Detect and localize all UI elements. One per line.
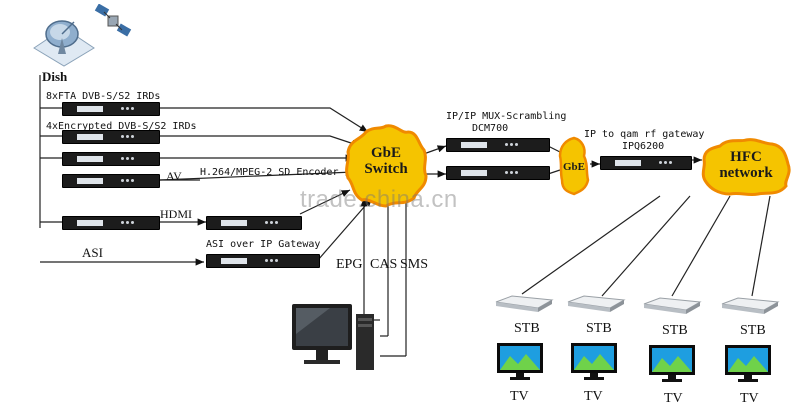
watermark-text: trade.china.cn: [300, 186, 458, 213]
stb-label: STB: [586, 321, 612, 336]
cas-label: CAS: [370, 257, 398, 272]
hfc-network-cloud: [701, 138, 791, 197]
tv-label: TV: [510, 389, 529, 404]
hfc-label-line2: network: [719, 164, 773, 181]
asi-gateway-label: ASI over IP Gateway: [206, 239, 321, 250]
av-label: AV: [166, 169, 182, 183]
epg-label: EPG: [336, 257, 363, 272]
gateway-model-label: IPQ6200: [622, 141, 665, 152]
satellite-dish-icon: [33, 20, 95, 67]
switch-label-line2: Switch: [364, 160, 408, 177]
fta-ird-device: [62, 102, 160, 116]
television-icon: [725, 345, 771, 382]
encrypted-label: 4xEncrypted DVB-S/S2 IRDs: [46, 121, 197, 132]
stb-label: STB: [514, 321, 540, 336]
asi-gateway-device: [206, 254, 320, 268]
set-top-box-icon: [643, 297, 702, 314]
set-top-box-icon: [567, 295, 626, 312]
encoder-device: [206, 216, 302, 230]
gbe-small-label: GbE: [562, 161, 585, 173]
gateway-label: IP to qam rf gateway: [584, 129, 705, 140]
hfc-network-label: HFC network: [704, 149, 788, 182]
mux-label: IP/IP MUX-Scrambling: [446, 111, 567, 122]
ird-device: [62, 174, 160, 188]
satellite-icon: [94, 4, 132, 37]
tv-label: TV: [584, 389, 603, 404]
hfc-label-line1: HFC: [730, 149, 762, 165]
mux-model-label: DCM700: [472, 123, 509, 134]
television-icon: [571, 343, 617, 380]
stb-label: STB: [662, 323, 688, 338]
mux-device: [446, 166, 550, 180]
ird-device: [62, 152, 160, 166]
asi-label: ASI: [82, 245, 103, 260]
qam-gateway-device: [600, 156, 692, 170]
mux-device: [446, 138, 550, 152]
computer-icon: [292, 304, 374, 370]
hdmi-label: HDMI: [160, 207, 192, 221]
dish-label: Dish: [42, 69, 68, 84]
tv-label: TV: [664, 391, 683, 406]
fta-label: 8xFTA DVB-S/S2 IRDs: [46, 91, 161, 102]
television-icon: [649, 345, 695, 382]
sms-label: SMS: [400, 257, 429, 272]
gbe-switch-cloud: [345, 124, 428, 208]
stb-label: STB: [740, 323, 766, 338]
gbe-small-cloud: [558, 136, 590, 196]
television-icon: [497, 343, 543, 380]
set-top-box-icon: [495, 295, 554, 312]
hdmi-source-device: [62, 216, 160, 230]
switch-label-line1: GbE: [370, 145, 401, 161]
tv-label: TV: [740, 391, 759, 406]
gbe-switch-label: GbE Switch: [354, 145, 418, 178]
encrypted-ird-device: [62, 130, 160, 144]
set-top-box-icon: [721, 297, 780, 314]
encoder-label: H.264/MPEG-2 SD Encoder: [200, 167, 339, 178]
